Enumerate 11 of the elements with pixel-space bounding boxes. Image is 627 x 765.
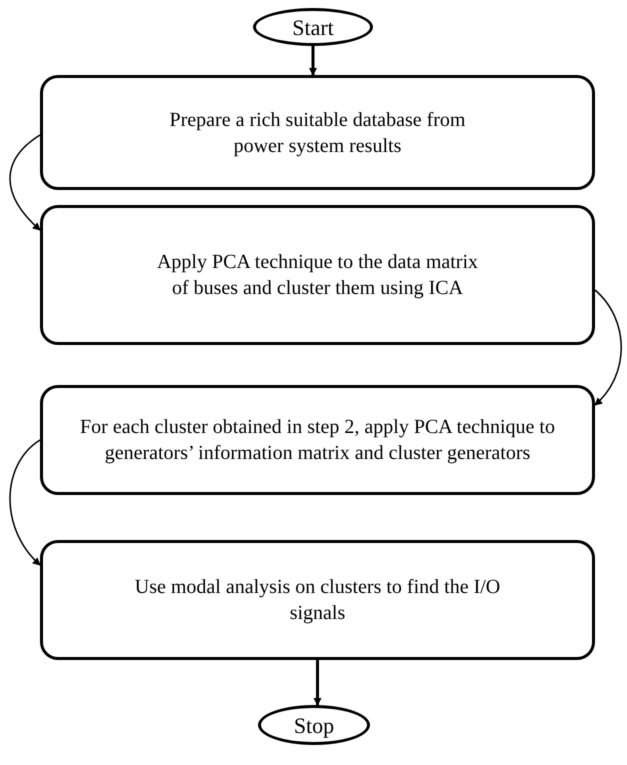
- process-box: Apply PCA technique to the data matrix of buses and cluster them using ICA: [40, 205, 595, 345]
- process-box: For each cluster obtained in step 2, apply PCA technique to generators’ information matrix and cluster generators: [40, 385, 595, 495]
- arrow: [594, 289, 622, 406]
- process-box: Use modal analysis on clusters to find the I/O signals: [40, 540, 595, 660]
- arrow: [309, 46, 317, 76]
- arrow: [314, 660, 322, 706]
- terminal-oval: Stop: [258, 705, 370, 745]
- terminal-oval: Start: [253, 8, 373, 46]
- arrow: [9, 439, 41, 566]
- arrow: [9, 134, 41, 231]
- process-box: Prepare a rich suitable database from power system results: [40, 75, 595, 190]
